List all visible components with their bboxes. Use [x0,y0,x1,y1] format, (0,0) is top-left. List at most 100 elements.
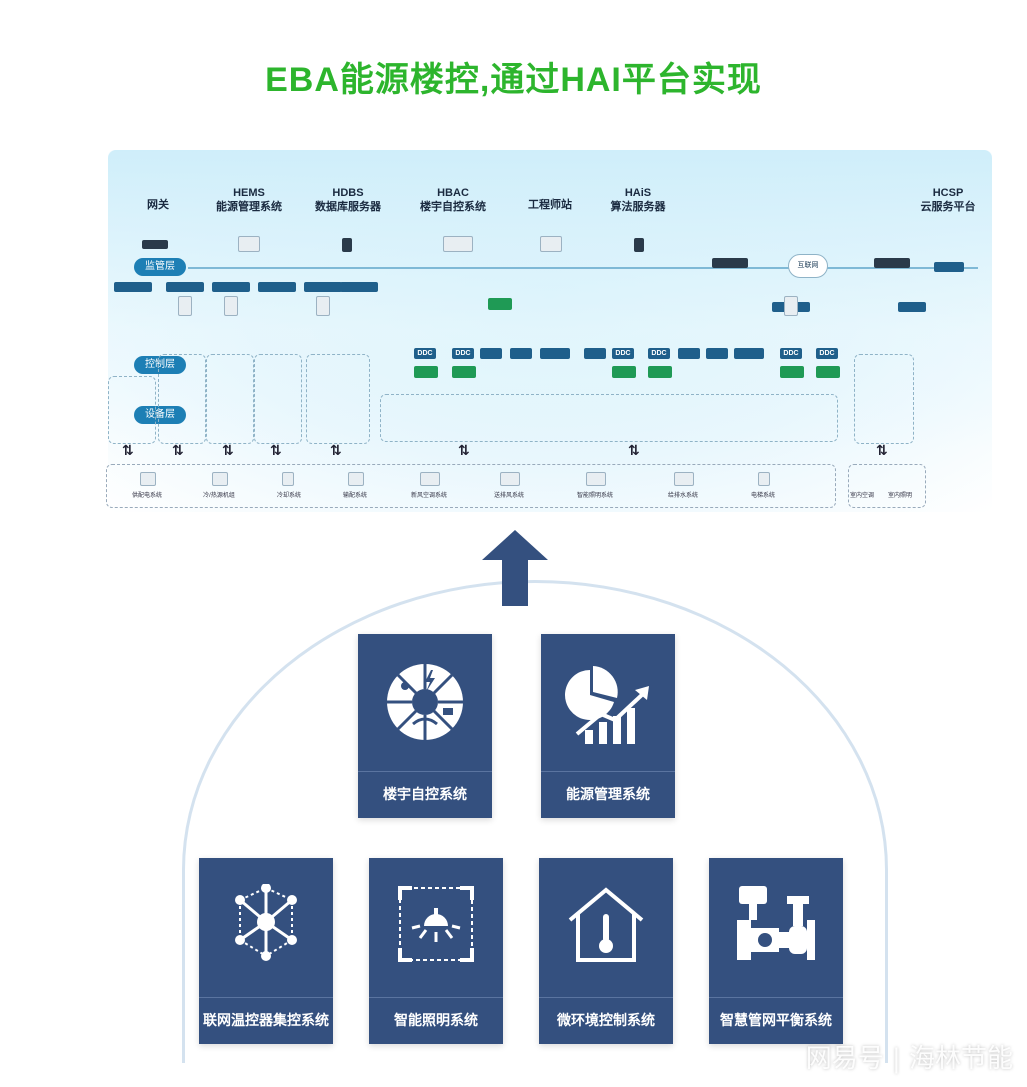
device-group [254,354,302,444]
router-tag [898,302,926,312]
card-network-thermostat[interactable]: 联网温控器集控系统 [199,858,333,1044]
up-arrow-icon [482,530,548,606]
system-abbr: HBAC [437,187,469,199]
energy-chart-icon [565,666,649,744]
bottom-system-label: 给排水系统 [667,493,698,499]
card-divider [358,771,492,772]
house-thermometer-icon [568,887,644,962]
system-abbr: HEMS [233,187,265,199]
system-gateway: 网关 [128,198,188,212]
bottom-system-label: 冷/热源机组 [203,493,235,499]
system-device-icon [282,472,294,486]
collector-box [224,296,238,316]
card-energy-management[interactable]: 能源管理系统 [541,634,675,818]
system-device-icon [348,472,364,486]
field-device-group [380,394,838,442]
system-hais: HAiS 算法服务器 [598,186,678,214]
io-module [480,348,502,359]
data-collector-tag [304,282,342,292]
collector-box [178,296,192,316]
layer-control: 控制层 [134,356,186,374]
system-device-icon [212,472,228,486]
system-hdbs: HDBS 数据库服务器 [308,186,388,214]
display-module [734,348,764,359]
data-collector-tag [114,282,152,292]
controller-module [488,298,512,310]
ddc-controller: DDC [612,348,634,359]
system-hbac: HBAC 楼宇自控系统 [408,186,498,214]
bottom-system-label: 室内照明 [887,493,912,499]
smart-gateway [712,258,748,268]
bidirectional-arrow-icon: ⇅ [222,442,234,458]
ddc-unit [414,366,438,378]
data-collector-tag [212,282,250,292]
hdbs-server [342,238,352,252]
layer-supervision: 监管层 [134,258,186,276]
device-group [158,354,206,444]
bottom-system-label: 电梯系统 [750,493,775,499]
bottom-system-label: 冷却系统 [276,493,301,499]
smart-light-icon [398,886,474,962]
system-device-icon [758,472,770,486]
bottom-system-label: 智能照明系统 [576,493,613,499]
hems-monitor [238,236,260,252]
architecture-diagram: 监管层 控制层 设备层 网关 HEMS 能源管理系统 HDBS 数据库服务器 H… [106,150,992,512]
card-label: 楼宇自控系统 [383,787,467,803]
wireless-ap-tag [258,282,296,292]
watermark: 网易号 | 海林节能 [805,1044,1013,1074]
system-name: 算法服务器 [610,201,666,213]
card-label: 能源管理系统 [566,787,650,803]
card-smart-lighting[interactable]: 智能照明系统 [369,858,503,1044]
system-device-icon [674,472,694,486]
collector-box [784,296,798,316]
card-micro-environment[interactable]: 微环境控制系统 [539,858,673,1044]
network-nodes-icon [235,884,297,961]
device-group [306,354,370,444]
card-divider [369,997,503,998]
data-collector-tag [166,282,204,292]
hais-server [634,238,644,252]
card-building-control[interactable]: 楼宇自控系统 [358,634,492,818]
io-module [510,348,532,359]
pipe-valve-icon [737,886,815,960]
system-name: 网关 [147,199,169,211]
ddc-unit [816,366,840,378]
card-divider [199,997,333,998]
card-divider [709,997,843,998]
io-module [678,348,700,359]
bottom-system-label: 新风空调系统 [410,493,447,499]
card-label: 智慧管网平衡系统 [720,1013,832,1029]
bottom-system-label: 送排风系统 [493,493,524,499]
system-name: 云服务平台 [920,201,976,213]
ddc-unit [648,366,672,378]
card-label: 联网温控器集控系统 [203,1013,329,1029]
cloud-platform-tag [934,262,964,272]
building-control-icon [387,664,463,740]
bidirectional-arrow-icon: ⇅ [330,442,342,458]
layer-device: 设备层 [134,406,186,424]
page-title: EBA能源楼控,通过HAI平台实现 [265,61,762,99]
card-divider [541,771,675,772]
system-name: 工程师站 [528,199,572,211]
device-group [206,354,254,444]
ddc-unit [452,366,476,378]
ddc-controller: DDC [648,348,670,359]
system-device-icon [500,472,520,486]
system-device-icon [586,472,606,486]
bidirectional-arrow-icon: ⇅ [172,442,184,458]
card-label: 微环境控制系统 [557,1013,655,1029]
bidirectional-arrow-icon: ⇅ [876,442,888,458]
card-divider [539,997,673,998]
indoor-systems-box [848,464,926,508]
building-systems-box [106,464,836,508]
ddc-unit [780,366,804,378]
system-name: 楼宇自控系统 [420,201,486,213]
system-name: 能源管理系统 [216,201,282,213]
card-pipe-network[interactable]: 智慧管网平衡系统 [709,858,843,1044]
collector-box [316,296,330,316]
system-abbr: HDBS [332,187,364,199]
system-device-icon [140,472,156,486]
network-backbone [188,267,978,269]
bottom-system-label: 室内空调 [849,493,874,499]
bidirectional-arrow-icon: ⇅ [458,442,470,458]
